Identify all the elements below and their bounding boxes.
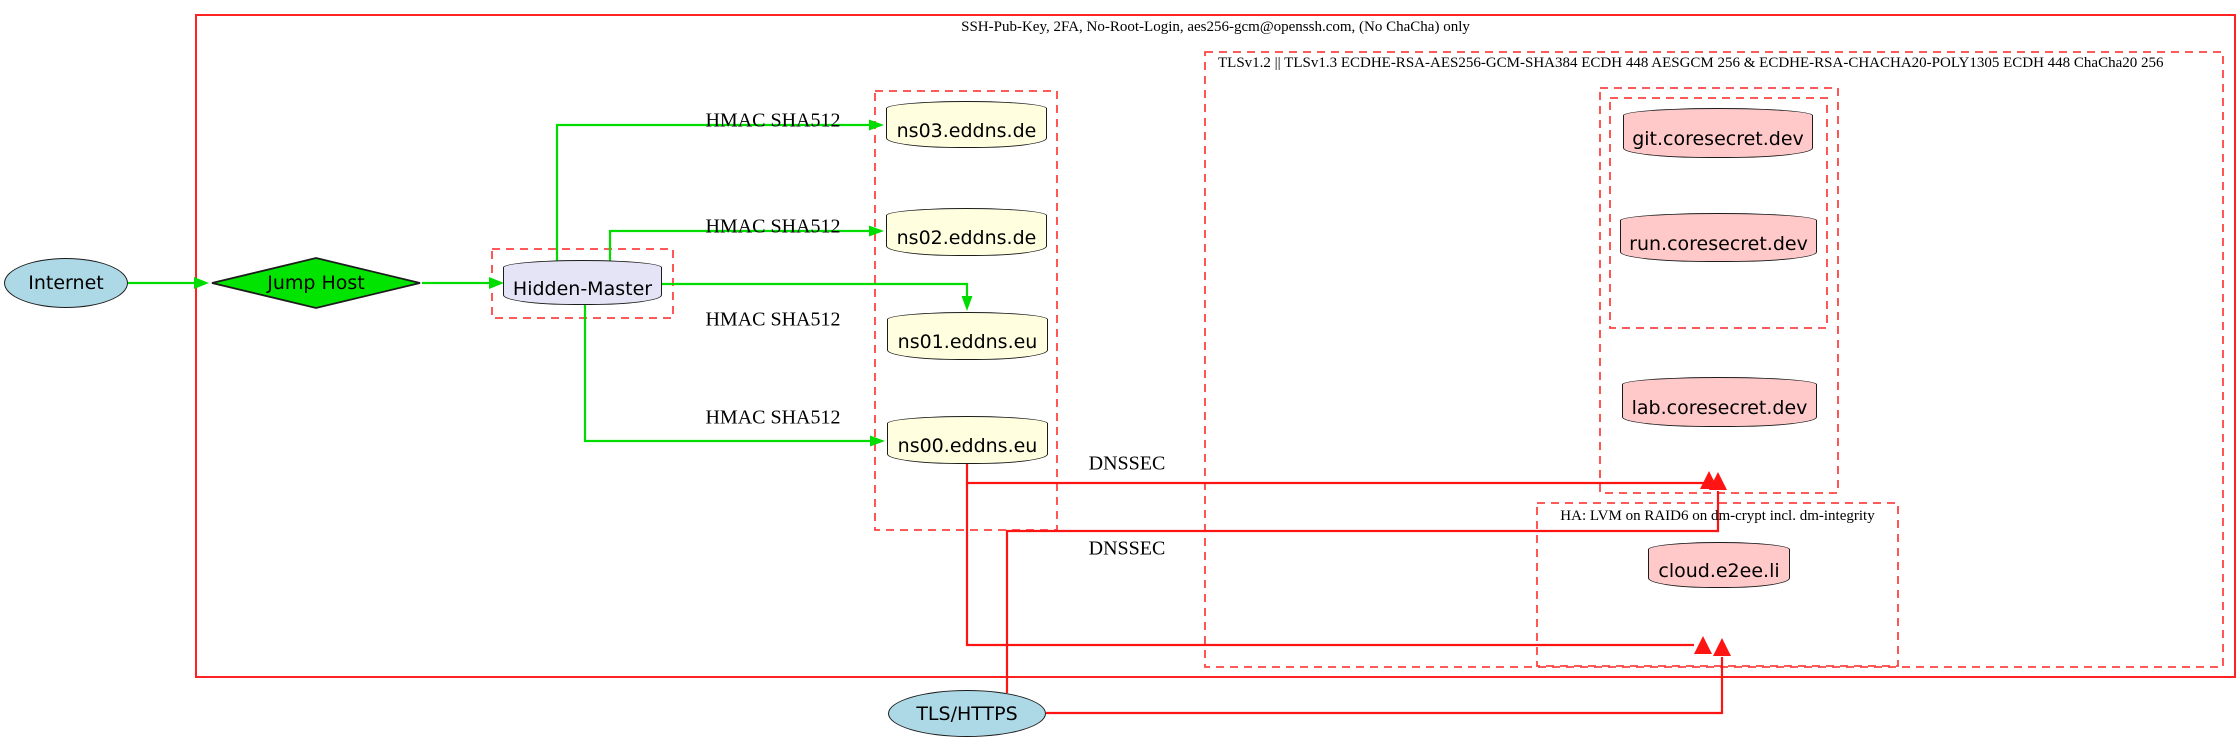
hidden-master-node: Hidden-Master (503, 260, 662, 305)
lab-coresecret-label: lab.coresecret.dev (1631, 397, 1808, 419)
edge-hiddenmaster-ns03 (555, 123, 869, 261)
cloud-e2ee-label: cloud.e2ee.li (1658, 560, 1780, 582)
hidden-master-label: Hidden-Master (512, 277, 653, 300)
tls-https-node: TLS/HTTPS (888, 690, 1046, 737)
ha-cluster-box (1536, 502, 1899, 667)
diamond-shape (211, 257, 421, 309)
edge-dnssec-coresecret (965, 464, 1704, 485)
git-coresecret-node: git.coresecret.dev (1623, 108, 1813, 158)
ns01-label: ns01.eddns.eu (897, 331, 1038, 353)
edge-tls-ha (1046, 657, 1724, 715)
arrowhead-coresecret-2 (1709, 472, 1727, 490)
ns00-node: ns00.eddns.eu (887, 416, 1048, 464)
tls-https-label: TLS/HTTPS (916, 702, 1018, 725)
edge-label-dnssec-2: DNSSEC (1088, 537, 1166, 560)
ns-cluster-box (874, 90, 1058, 531)
edge-hiddenmaster-ns02 (608, 229, 869, 261)
ns02-label: ns02.eddns.de (896, 227, 1037, 249)
edge-hiddenmaster-ns00 (583, 305, 870, 443)
edge-label-hmac-ns03: HMAC SHA512 (705, 109, 841, 132)
internet-node: Internet (4, 258, 128, 308)
green-arrowheads (194, 119, 973, 447)
cloud-e2ee-node: cloud.e2ee.li (1648, 542, 1790, 588)
cylinder-shell (1623, 115, 1813, 158)
arrowhead-ha-2 (1713, 638, 1731, 656)
arrowhead-ha-1 (1694, 636, 1712, 654)
ns01-node: ns01.eddns.eu (887, 312, 1048, 360)
cylinder-shell (1622, 384, 1817, 427)
edge-label-hmac-ns01: HMAC SHA512 (705, 308, 841, 331)
cylinder-shell (886, 108, 1047, 148)
cylinder-shell (503, 267, 662, 305)
green-edges (128, 123, 969, 443)
ns03-node: ns03.eddns.de (886, 101, 1047, 148)
tls-cluster-label: TLSv1.2 || TLSv1.3 ECDHE-RSA-AES256-GCM-… (1218, 55, 2164, 71)
edge-label-hmac-ns00: HMAC SHA512 (705, 406, 841, 429)
cylinder-shell (887, 423, 1048, 464)
edge-dnssec-ha (965, 483, 1694, 647)
jump-host-label: Jump Host (267, 272, 365, 294)
ns00-label: ns00.eddns.eu (897, 435, 1038, 457)
cylinder-shell (1620, 220, 1817, 262)
red-edges (965, 464, 1724, 715)
arrowhead-ns02 (869, 225, 884, 237)
arrowhead-jumphost (194, 277, 209, 289)
cylinder-shell (887, 319, 1048, 360)
tls-cluster-box (1204, 51, 2224, 668)
ssh-cluster-label: SSH-Pub-Key, 2FA, No-Root-Login, aes256-… (961, 19, 1470, 35)
ssh-cluster-box (195, 14, 2236, 678)
edge-label-hmac-ns02: HMAC SHA512 (705, 215, 841, 238)
ns02-node: ns02.eddns.de (886, 208, 1047, 256)
git-coresecret-label: git.coresecret.dev (1632, 128, 1804, 150)
edge-hiddenmaster-ns01 (662, 282, 969, 296)
cylinder-shell (886, 215, 1047, 256)
arrowhead-ns03 (869, 119, 884, 131)
lab-coresecret-node: lab.coresecret.dev (1622, 377, 1817, 427)
run-coresecret-label: run.coresecret.dev (1629, 232, 1808, 255)
arrowhead-hiddenmaster (489, 277, 504, 289)
ns03-label: ns03.eddns.de (896, 119, 1037, 142)
red-arrowheads (1694, 471, 1731, 656)
ha-cluster-label: HA: LVM on RAID6 on dm-crypt incl. dm-in… (1560, 508, 1875, 524)
internet-label: Internet (28, 272, 104, 294)
arrowhead-ns00 (870, 435, 885, 447)
jump-host-node: Jump Host (210, 257, 422, 309)
arrowhead-ns01 (961, 296, 973, 311)
cylinder-shell (1648, 549, 1790, 588)
edge-tls-coresecret (1005, 491, 1720, 693)
edge-label-dnssec-1: DNSSEC (1088, 452, 1166, 475)
run-coresecret-node: run.coresecret.dev (1620, 213, 1817, 262)
